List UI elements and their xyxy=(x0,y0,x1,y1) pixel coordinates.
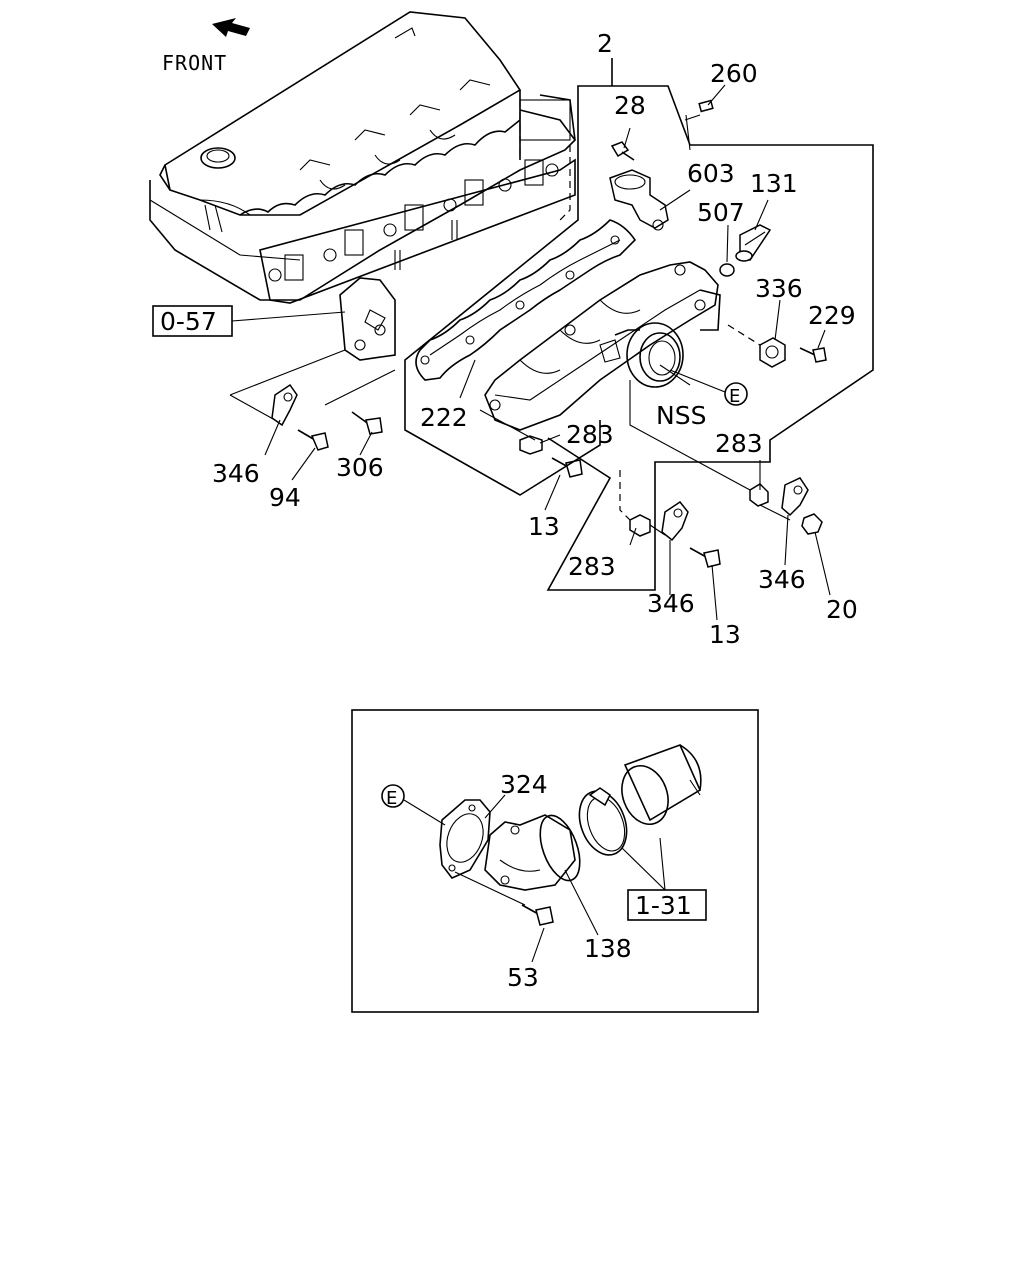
bolt-306 xyxy=(351,411,383,435)
label-e-top: E xyxy=(729,386,740,407)
leader-lines xyxy=(229,84,831,621)
exhaust-manifold xyxy=(484,261,721,431)
gasket-324 xyxy=(439,799,491,879)
pipe-131 xyxy=(735,224,772,262)
elbow-138 xyxy=(484,814,581,891)
bolt-94 xyxy=(297,429,329,451)
label-2: 2 xyxy=(597,29,613,58)
label-222: 222 xyxy=(420,403,468,432)
bracket-346-a xyxy=(271,383,298,427)
label-283-c: 283 xyxy=(568,552,616,581)
bolt-28 xyxy=(610,141,635,161)
label-324: 324 xyxy=(500,770,548,799)
spacer-283-a xyxy=(519,435,543,455)
clamp xyxy=(578,787,628,856)
label-229: 229 xyxy=(808,301,856,330)
label-260: 260 xyxy=(710,59,758,88)
label-283-a: 283 xyxy=(566,420,614,449)
spacer-283-c xyxy=(629,514,651,537)
label-94: 94 xyxy=(269,483,301,512)
detail-box xyxy=(351,709,759,1013)
label-346-a: 346 xyxy=(212,459,260,488)
label-306: 306 xyxy=(336,453,384,482)
ref-box-1-31 xyxy=(627,889,707,921)
manifold-front-section xyxy=(339,277,396,361)
ref-circle-e-detail xyxy=(381,784,405,808)
label-131: 131 xyxy=(750,169,798,198)
gasket-222 xyxy=(415,219,637,381)
cylinder-head-drawing xyxy=(149,11,577,304)
bracket-346-b xyxy=(661,500,689,542)
bolt-53 xyxy=(521,904,554,926)
label-53: 53 xyxy=(507,963,539,992)
label-346-c: 346 xyxy=(758,565,806,594)
bolt-13-a xyxy=(551,457,583,478)
label-nss: NSS xyxy=(656,401,706,430)
ref-circle-e-top xyxy=(724,382,748,406)
pipe-hose xyxy=(621,743,702,825)
nut-20 xyxy=(801,513,823,535)
spacer-283-b xyxy=(749,483,769,507)
part-603 xyxy=(609,169,669,231)
label-138: 138 xyxy=(584,934,632,963)
assembly-outline-2 xyxy=(404,58,874,591)
label-28: 28 xyxy=(614,91,646,120)
bolt-13-b xyxy=(689,547,721,568)
label-0-57: 0-57 xyxy=(160,307,217,336)
front-label: FRONT xyxy=(162,51,227,75)
bracket-346-c xyxy=(781,477,809,517)
ring-507 xyxy=(719,263,735,277)
label-283-b: 283 xyxy=(715,429,763,458)
bolt-229 xyxy=(799,347,827,363)
label-20: 20 xyxy=(826,595,858,624)
label-13-a: 13 xyxy=(528,512,560,541)
part-336 xyxy=(759,337,786,368)
label-603: 603 xyxy=(687,159,735,188)
label-13-b: 13 xyxy=(709,620,741,649)
label-336: 336 xyxy=(755,274,803,303)
label-1-31: 1-31 xyxy=(635,891,692,920)
front-arrow-icon xyxy=(212,18,250,37)
label-346-b: 346 xyxy=(647,589,695,618)
label-507: 507 xyxy=(697,198,745,227)
label-e-detail: E xyxy=(386,788,397,809)
